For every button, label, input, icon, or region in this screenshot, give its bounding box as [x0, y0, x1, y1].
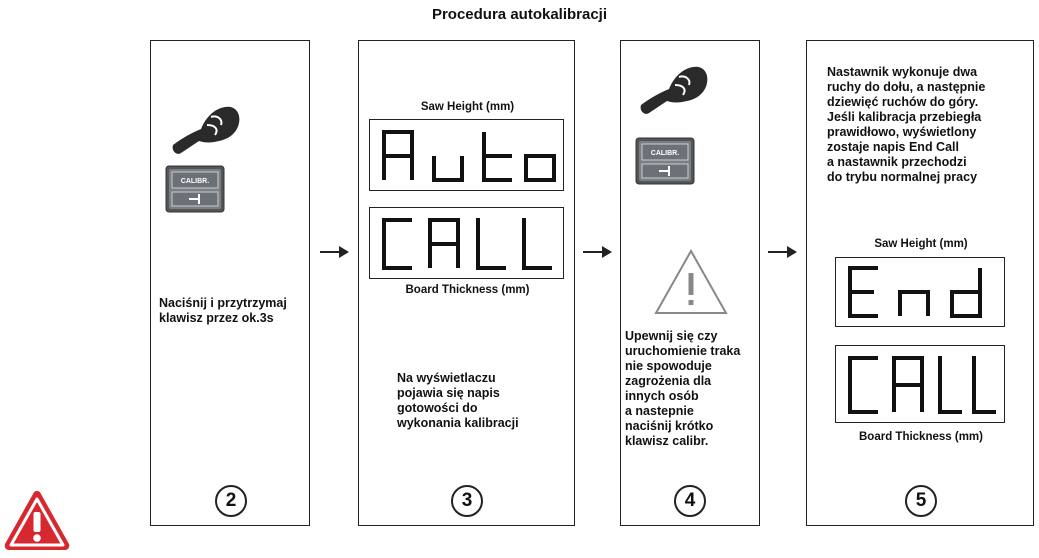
hazard-triangle-icon	[4, 491, 70, 550]
lcd-display-auto	[369, 119, 564, 191]
step-5-panel: Nastawnik wykonuje dwa ruchy do dołu, a …	[806, 40, 1034, 526]
step-3-text-line-1: Na wyświetlaczu	[397, 371, 496, 385]
step-4-text-line-6: a nastepnie	[625, 404, 694, 418]
step-5-text-line-4: Jeśli kalibracja przebiegła	[827, 110, 982, 124]
step-2-text-line-2: klawisz przez ok.3s	[159, 311, 274, 325]
board-thickness-label: Board Thickness (mm)	[405, 284, 530, 296]
step-3-panel: Saw Height (mm)	[358, 40, 575, 526]
calibr-key-icon: CALIBR.	[165, 165, 225, 213]
step-number-3: 3	[451, 485, 483, 517]
calibr-key-label: CALIBR.	[651, 150, 679, 157]
warning-triangle-icon	[654, 248, 728, 314]
arrow-right-icon	[320, 246, 349, 258]
step-number-4: 4	[674, 485, 706, 517]
step-5-text-line-2: ruchy do dołu, a następnie	[827, 80, 986, 94]
step-2-text-line-1: Naciśnij i przytrzymaj	[159, 296, 287, 310]
step-5-text-line-8: do trybu normalnej pracy	[827, 170, 978, 184]
saw-height-label: Saw Height (mm)	[874, 238, 968, 250]
step-5-text-line-5: prawidłowo, wyświetlony	[827, 125, 977, 139]
step-4-text-line-1: Upewnij się czy	[625, 329, 718, 343]
step-number-5: 5	[905, 485, 937, 517]
step-3-text-line-4: wykonania kalibracji	[397, 416, 519, 430]
step-4-text-line-7: naciśnij krótko	[625, 419, 714, 433]
lcd-display-call	[369, 207, 564, 279]
pointing-hand-icon	[640, 66, 708, 114]
board-thickness-label: Board Thickness (mm)	[859, 431, 983, 443]
lcd-display-call	[835, 345, 1005, 423]
step-number-2: 2	[215, 485, 247, 517]
step-4-text-line-2: uruchomienie traka	[625, 344, 741, 358]
step-5-text-line-6: zostaje napis End Call	[827, 140, 959, 154]
calibr-key-icon: CALIBR.	[635, 137, 695, 185]
pointing-hand-icon	[172, 106, 240, 154]
step-4-text-line-8: klawisz calibr.	[625, 434, 709, 448]
saw-height-label: Saw Height (mm)	[420, 101, 515, 113]
lcd-display-end	[835, 257, 1005, 327]
step-4-panel: CALIBR. Upewnij się czy uruchomienie tra…	[620, 40, 760, 526]
page-title: Procedura autokalibracji	[431, 6, 608, 23]
arrow-right-icon	[583, 246, 612, 258]
step-4-text-line-3: nie spowoduje	[625, 359, 712, 373]
calibr-key-label: CALIBR.	[181, 178, 209, 185]
step-4-text-line-4: zagrożenia dla	[625, 374, 712, 388]
step-3-text-line-3: gotowości do	[397, 401, 478, 415]
step-2-panel: CALIBR. Naciśnij i przytrzymaj klawisz p…	[150, 40, 310, 526]
step-3-text-line-2: pojawia się napis	[397, 386, 500, 400]
step-5-text-line-1: Nastawnik wykonuje dwa	[827, 65, 978, 79]
arrow-right-icon	[768, 246, 797, 258]
step-5-text-line-3: dziewięć ruchów do góry.	[827, 95, 979, 109]
step-4-text-line-5: innych osób	[625, 389, 699, 403]
step-5-text-line-7: a nastawnik przechodzi	[827, 155, 967, 169]
